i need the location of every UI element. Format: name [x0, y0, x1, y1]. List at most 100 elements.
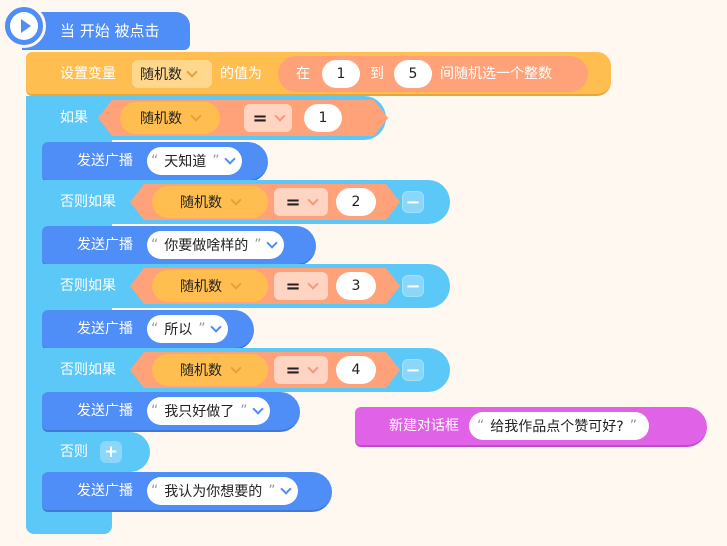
condition-block[interactable]: 随机数 = 1: [98, 100, 388, 136]
condition-block[interactable]: 随机数 = 4: [130, 352, 400, 388]
else-row[interactable]: 否则 +: [26, 432, 150, 472]
condition-value: 1: [318, 110, 328, 126]
broadcast-message: 我认为你想要的: [164, 484, 263, 500]
chevron-down-icon: [307, 278, 318, 289]
open-quote: “: [151, 403, 159, 419]
set-variable-block[interactable]: 设置变量 随机数 的值为 在 1 到 5 间随机选一个整数: [26, 52, 611, 96]
chevron-down-icon: [279, 483, 292, 495]
open-quote: “: [151, 237, 159, 253]
broadcast-block[interactable]: 发送广播 “ 我认为你想要的 ”: [42, 472, 332, 512]
broadcast-label: 发送广播: [77, 403, 133, 419]
broadcast-block[interactable]: 发送广播 “所以”: [42, 310, 254, 350]
close-quote: ”: [240, 403, 248, 419]
condition-variable[interactable]: 随机数: [152, 270, 268, 302]
hat-label: 当 开始 被点击: [60, 22, 160, 40]
open-quote: “: [151, 483, 159, 499]
when-start-clicked-block[interactable]: 当 开始 被点击: [22, 12, 190, 50]
random-to-value: 5: [408, 66, 418, 82]
close-quote: ”: [629, 418, 637, 434]
operator-dropdown[interactable]: =: [244, 104, 292, 132]
condition-value-input[interactable]: 2: [336, 188, 376, 216]
operator-dropdown[interactable]: =: [274, 272, 328, 300]
random-from-value: 1: [336, 66, 346, 82]
broadcast-block[interactable]: 发送广播 “ 我只好做了 ”: [42, 392, 300, 432]
chevron-down-icon: [230, 278, 241, 289]
random-to-input[interactable]: 5: [394, 60, 432, 88]
random-suffix-label: 间随机选一个整数: [440, 66, 552, 82]
variable-name: 随机数: [140, 67, 182, 83]
random-integer-block[interactable]: 在 1 到 5 间随机选一个整数: [278, 56, 588, 92]
broadcast-label: 发送广播: [77, 483, 133, 499]
close-quote: ”: [268, 483, 276, 499]
broadcast-label: 发送广播: [77, 153, 133, 169]
dialog-label: 新建对话框: [389, 418, 459, 434]
condition-value-input[interactable]: 1: [304, 104, 342, 132]
chevron-down-icon: [265, 237, 278, 249]
broadcast-message-dropdown[interactable]: “天知道”: [147, 147, 242, 175]
if-row[interactable]: 如果 随机数 = 1: [26, 96, 386, 140]
broadcast-message-dropdown[interactable]: “ 我只好做了 ”: [147, 397, 270, 425]
chevron-down-icon: [230, 194, 241, 205]
chevron-down-icon: [209, 321, 222, 333]
condition-variable[interactable]: 随机数: [120, 102, 220, 134]
condition-variable-name: 随机数: [180, 195, 222, 211]
play-icon: [21, 19, 31, 33]
remove-branch-button[interactable]: −: [402, 275, 424, 297]
condition-block[interactable]: 随机数 = 3: [130, 268, 400, 304]
broadcast-message-dropdown[interactable]: “所以”: [147, 315, 228, 343]
broadcast-block[interactable]: 发送广播 “你要做啥样的”: [42, 226, 316, 266]
broadcast-message: 我只好做了: [164, 404, 235, 420]
broadcast-message-dropdown[interactable]: “ 你要做啥样的 ”: [147, 231, 284, 259]
chevron-down-icon: [307, 194, 318, 205]
condition-value: 3: [351, 278, 361, 294]
close-quote: ”: [212, 153, 220, 169]
condition-variable-name: 随机数: [180, 279, 222, 295]
operator-dropdown[interactable]: =: [274, 188, 328, 216]
else-if-row[interactable]: 否则如果 随机数 = 2 −: [26, 180, 450, 224]
else-if-row[interactable]: 否则如果 随机数 = 4 −: [26, 348, 450, 392]
set-var-prefix: 设置变量: [60, 66, 116, 82]
condition-value-input[interactable]: 4: [336, 356, 376, 384]
else-keyword: 否则: [60, 444, 88, 460]
dialog-text-input[interactable]: “ 给我作品点个赞可好? ”: [469, 412, 649, 440]
open-quote: “: [151, 321, 159, 337]
operator-symbol: =: [285, 191, 301, 213]
start-flag-icon[interactable]: [2, 4, 46, 48]
broadcast-block[interactable]: 发送广播 “天知道”: [42, 142, 268, 182]
operator-symbol: =: [252, 107, 268, 129]
chevron-down-icon: [186, 66, 198, 78]
dialog-text: 给我作品点个赞可好?: [490, 419, 624, 435]
broadcast-message: 你要做啥样的: [164, 238, 249, 254]
chevron-down-icon: [274, 110, 285, 121]
chevron-down-icon: [230, 362, 241, 373]
open-quote: “: [477, 418, 485, 434]
condition-variable[interactable]: 随机数: [152, 354, 268, 386]
condition-variable[interactable]: 随机数: [152, 186, 268, 218]
operator-dropdown[interactable]: =: [274, 356, 328, 384]
else-if-row[interactable]: 否则如果 随机数 = 3 −: [26, 264, 450, 308]
condition-variable-name: 随机数: [180, 363, 222, 379]
else-if-keyword: 否则如果: [60, 362, 116, 378]
broadcast-message-dropdown[interactable]: “ 我认为你想要的 ”: [147, 477, 298, 505]
chevron-down-icon: [307, 362, 318, 373]
chevron-down-icon: [190, 110, 201, 121]
else-if-keyword: 否则如果: [60, 278, 116, 294]
remove-branch-button[interactable]: −: [402, 359, 424, 381]
new-dialog-block[interactable]: 新建对话框 “ 给我作品点个赞可好? ”: [355, 407, 707, 447]
broadcast-message: 天知道: [164, 154, 207, 170]
condition-value: 4: [351, 362, 361, 378]
condition-value: 2: [351, 194, 361, 210]
random-in-label: 在: [296, 66, 310, 82]
close-quote: ”: [198, 321, 206, 337]
broadcast-label: 发送广播: [77, 321, 133, 337]
condition-value-input[interactable]: 3: [336, 272, 376, 300]
condition-block[interactable]: 随机数 = 2: [130, 184, 400, 220]
operator-symbol: =: [285, 359, 301, 381]
remove-branch-button[interactable]: −: [402, 191, 424, 213]
random-from-input[interactable]: 1: [322, 60, 360, 88]
close-quote: ”: [254, 237, 262, 253]
set-var-middle: 的值为: [220, 66, 262, 82]
add-branch-button[interactable]: +: [100, 441, 122, 463]
condition-variable-name: 随机数: [140, 111, 182, 127]
variable-dropdown[interactable]: 随机数: [132, 60, 212, 88]
